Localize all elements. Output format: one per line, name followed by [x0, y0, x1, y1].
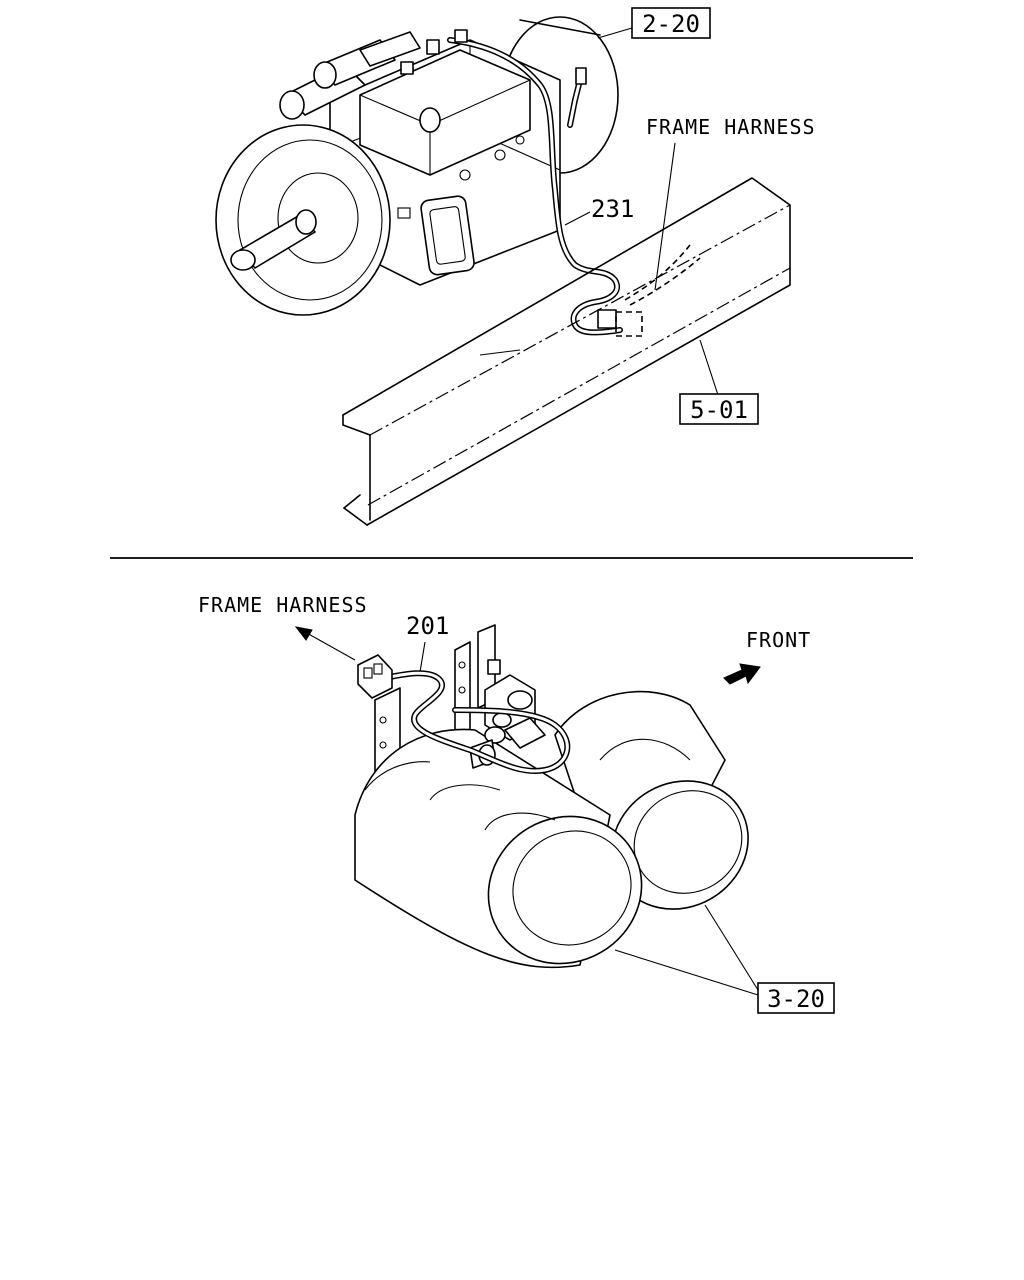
transmission-assembly	[215, 16, 701, 337]
ref-2-20-text: 2-20	[642, 10, 700, 38]
bottom-leaders	[614, 904, 759, 996]
arrow-to-frame-harness	[294, 626, 356, 661]
frame-harness-label-bottom: FRAME HARNESS	[198, 593, 368, 617]
front-arrow-icon	[723, 663, 761, 685]
top-leaders	[564, 27, 719, 396]
part-201-label[interactable]: 201	[406, 612, 449, 640]
frame-rail	[342, 177, 791, 526]
frame-harness-label-top: FRAME HARNESS	[646, 115, 816, 139]
ref-box-2-20[interactable]: 2-20	[631, 7, 711, 39]
ref-3-20-text: 3-20	[767, 985, 825, 1013]
ref-box-3-20[interactable]: 3-20	[757, 982, 835, 1014]
air-tank-front	[354, 728, 643, 969]
front-label: FRONT	[746, 628, 811, 652]
leader-201	[419, 641, 426, 673]
ref-box-5-01[interactable]: 5-01	[679, 393, 759, 425]
part-231-label[interactable]: 231	[591, 195, 634, 223]
ref-5-01-text: 5-01	[690, 396, 748, 424]
harness-201[interactable]	[357, 654, 571, 774]
